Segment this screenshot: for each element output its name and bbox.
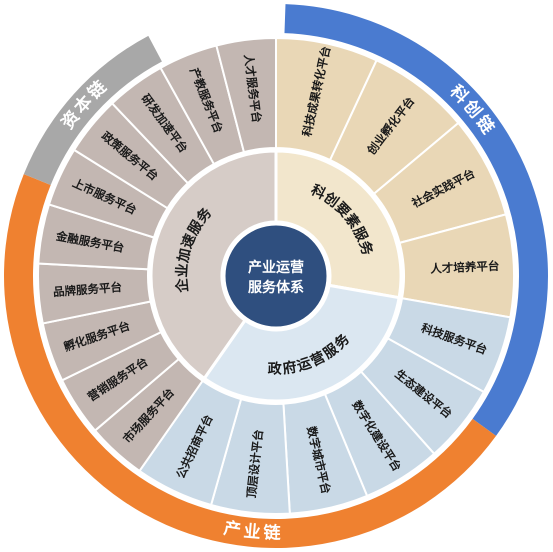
chain-arc-ziben: [23, 35, 162, 185]
platform-segment: [215, 36, 277, 154]
center-title-line2: 服务体系: [248, 279, 304, 296]
center-title-line1: 产业运营: [248, 259, 304, 276]
service-group-qiye_jiasu: [149, 149, 278, 381]
center-hub: 产业运营 服务体系: [222, 222, 330, 330]
platform-label: 人才培养平台: [430, 259, 500, 276]
service-group-kechuang_yaosu: [274, 149, 403, 300]
center-circle: [222, 222, 330, 330]
platform-label: 品牌服务平台: [53, 280, 123, 299]
platform-segment-ring: 科技成果转化平台创业孵化平台社会实践平台人才培养平台科技服务平台生态建设平台数字…: [37, 36, 515, 515]
chain-arc-kechuang: [284, 4, 548, 436]
service-group-zhengfu_yunying: [202, 283, 401, 403]
